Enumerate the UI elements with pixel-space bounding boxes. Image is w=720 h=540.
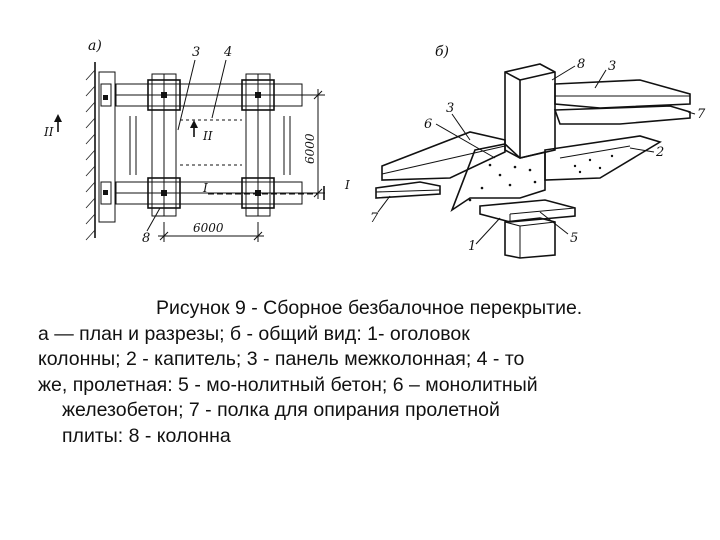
section-II-label-mid: II bbox=[202, 129, 213, 143]
view-label-8: 8 bbox=[577, 57, 585, 72]
wall-hatching bbox=[85, 62, 96, 241]
view-label-7-right: 7 bbox=[697, 107, 706, 122]
panel-b-label: б) bbox=[435, 44, 449, 60]
panel-a-label: а) bbox=[88, 38, 102, 54]
caption-line-3: колонны; 2 - капитель; 3 - панель межкол… bbox=[38, 348, 525, 370]
caption-line-6: плиты: 8 - колонна bbox=[62, 424, 231, 447]
plan-label-4: 4 bbox=[223, 45, 232, 60]
view-label-5: 5 bbox=[570, 231, 578, 246]
dimension-horizontal: 6000 bbox=[193, 221, 224, 235]
isometric-view: б) bbox=[370, 44, 706, 259]
section-II-label-left: II bbox=[43, 125, 54, 139]
view-label-3-mid: 3 bbox=[446, 101, 454, 116]
section-I-label-left: I bbox=[202, 181, 208, 195]
section-I-label-right: I bbox=[344, 178, 350, 192]
figure-caption: Рисунок 9 - Сборное безбалочное перекрыт… bbox=[38, 296, 678, 449]
plan-view: а) bbox=[43, 38, 350, 246]
view-label-1: 1 bbox=[468, 239, 476, 254]
dimension-vertical: 6000 bbox=[303, 133, 317, 164]
plan-label-8: 8 bbox=[142, 231, 150, 246]
floor-system-drawing: а) bbox=[43, 38, 706, 259]
caption-line-5: железобетон; 7 - полка для опирания прол… bbox=[62, 399, 500, 421]
view-label-7-left: 7 bbox=[370, 211, 379, 226]
caption-line-2: а — план и разрезы; б - общий вид: 1- ог… bbox=[38, 322, 470, 345]
view-label-6: 6 bbox=[424, 117, 432, 132]
view-label-3-top: 3 bbox=[608, 59, 616, 74]
plan-label-3: 3 bbox=[192, 45, 200, 60]
caption-line-4: же, пролетная: 5 - мо-нолитный бетон; 6 … bbox=[38, 373, 538, 396]
view-label-2: 2 bbox=[655, 145, 664, 160]
caption-title: Рисунок 9 - Сборное безбалочное перекрыт… bbox=[156, 297, 583, 319]
